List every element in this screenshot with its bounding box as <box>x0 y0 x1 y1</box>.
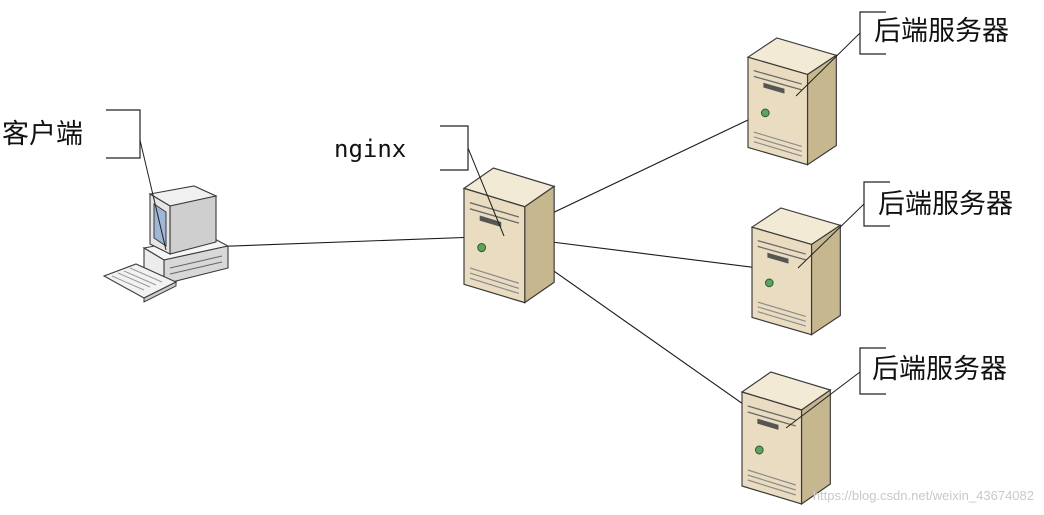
server-tower-icon <box>747 37 837 166</box>
edge-client-to-nginx <box>177 235 505 249</box>
client-node: 客户端 <box>2 109 229 303</box>
client-label-leader <box>139 139 167 251</box>
watermark-text: https://blog.csdn.net/weixin_43674082 <box>813 488 1034 503</box>
server-3-label: 后端服务器 <box>872 354 1007 385</box>
server-2-label: 后端服务器 <box>878 189 1013 220</box>
server-tower-icon <box>751 207 841 336</box>
nginx-node: nginx <box>334 125 555 304</box>
client-label: 客户端 <box>2 119 83 150</box>
server-1-label: 后端服务器 <box>874 16 1009 47</box>
server-1-label-leader <box>795 32 861 97</box>
nginx-label: nginx <box>334 135 406 163</box>
backend-server-2: 后端服务器 <box>751 181 1013 336</box>
desktop-computer-icon <box>103 185 229 303</box>
client-label-bracket <box>106 109 141 159</box>
backend-server-3: 后端服务器 <box>741 347 1007 505</box>
server-3-label-leader <box>785 371 861 429</box>
server-tower-icon <box>741 371 831 505</box>
nginx-label-bracket <box>440 125 469 171</box>
nginx-label-leader <box>467 147 505 237</box>
server-3-label-bracket <box>859 347 886 395</box>
server-2-label-leader <box>797 203 865 269</box>
backend-server-1: 后端服务器 <box>747 11 1009 166</box>
server-tower-icon <box>463 167 555 304</box>
